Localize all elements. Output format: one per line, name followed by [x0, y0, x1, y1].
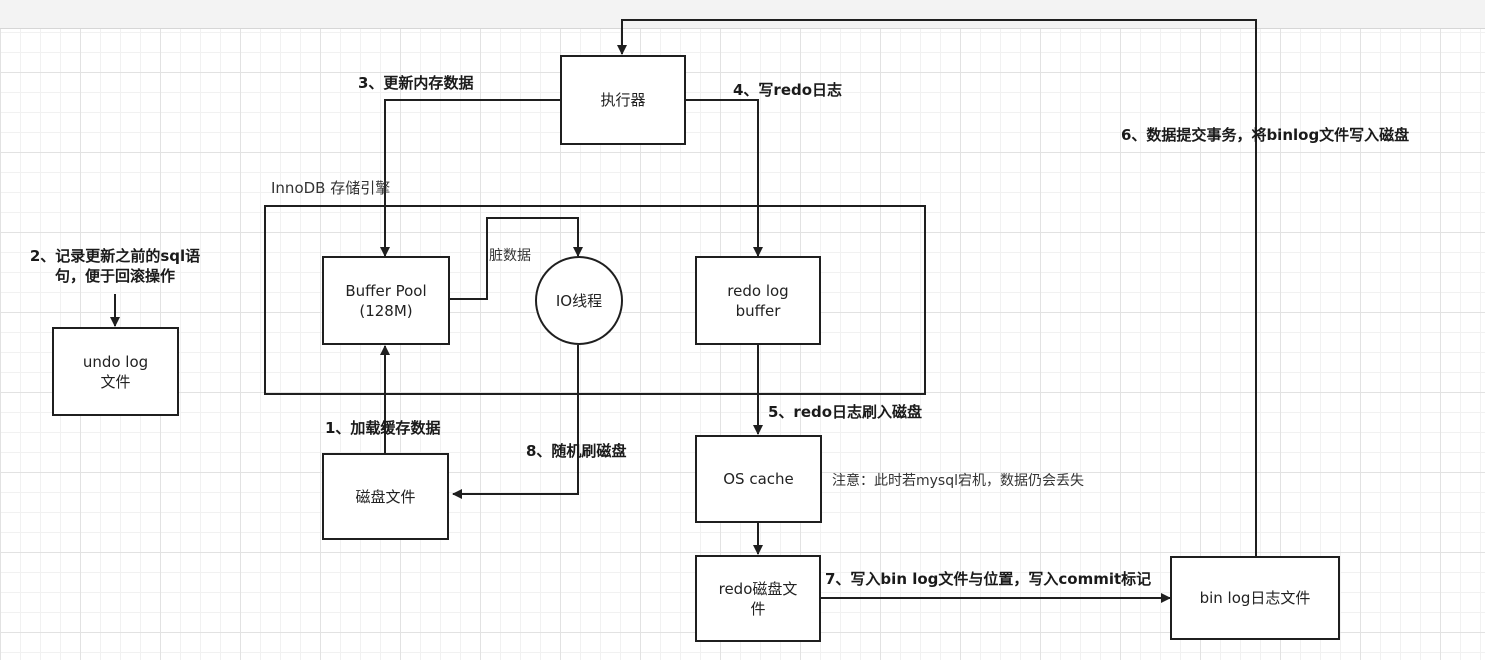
label-step-1: 1、加载缓存数据	[325, 419, 441, 437]
label-dirty-data: 脏数据	[489, 248, 531, 264]
io-thread-node: IO线程	[535, 256, 623, 345]
innodb-engine-container	[264, 205, 926, 395]
label-step-7: 7、写入bin log文件与位置，写入commit标记	[825, 570, 1152, 588]
label-step-8: 8、随机刷磁盘	[526, 442, 627, 460]
bin-log-file-node: bin log日志文件	[1170, 556, 1340, 640]
arrow-write-redo	[686, 99, 763, 257]
label-step-5: 5、redo日志刷入磁盘	[768, 403, 923, 421]
redo-log-buffer-node: redo log buffer	[695, 256, 821, 345]
disk-file-node: 磁盘文件	[322, 453, 449, 540]
top-toolbar-strip	[0, 0, 1485, 29]
label-note: 注意：此时若mysql宕机，数据仍会丢失	[832, 473, 1084, 489]
arrow-commit-binlog	[617, 19, 1257, 556]
label-step-3: 3、更新内存数据	[358, 74, 474, 92]
label-step-6: 6、数据提交事务，将binlog文件写入磁盘	[1121, 126, 1410, 144]
arrow-dirty-data	[450, 217, 583, 300]
os-cache-node: OS cache	[695, 435, 822, 523]
label-step-2: 2、记录更新之前的sql语 句，便于回滚操作	[29, 247, 201, 285]
redo-disk-file-node: redo磁盘文 件	[695, 555, 821, 642]
arrow-update-memory	[380, 99, 560, 257]
undo-log-file-node: undo log 文件	[52, 327, 179, 416]
label-step-4: 4、写redo日志	[733, 81, 843, 99]
executor-node: 执行器	[560, 55, 686, 145]
innodb-engine-title: InnoDB 存储引擎	[271, 179, 391, 197]
buffer-pool-node: Buffer Pool (128M)	[322, 256, 450, 345]
